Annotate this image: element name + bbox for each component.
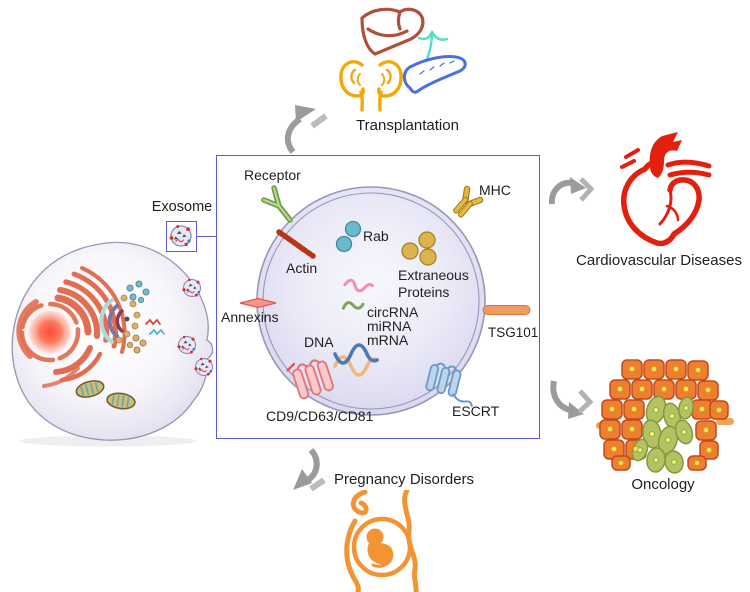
dna-label: DNA — [304, 334, 334, 350]
mitochondrion — [106, 392, 136, 410]
rna-squiggles — [145, 318, 165, 336]
cell-illustration — [11, 241, 214, 447]
kidneys-icon — [339, 60, 403, 112]
curved-arrow-oncology-icon — [550, 380, 594, 419]
actin-icon — [276, 229, 316, 259]
exosome-structure — [239, 185, 531, 416]
tsg101-icon — [482, 305, 531, 315]
tetraspanins-label: CD9/CD63/CD81 — [266, 408, 374, 424]
extraneous-proteins-label: Extraneous Proteins — [398, 267, 469, 300]
pancreas-icon — [402, 30, 467, 94]
annexins-label: Annexins — [221, 309, 279, 325]
rab-icon — [335, 220, 362, 253]
curved-arrow-transplantation-icon — [284, 105, 328, 154]
mhc-label: MHC — [479, 182, 511, 198]
curved-arrow-cardiovascular-icon — [548, 177, 594, 205]
heart-icon — [620, 132, 712, 247]
exosome-vesicle-icon — [169, 224, 192, 247]
mrna-label: mRNA — [367, 332, 409, 348]
vesicle-dots-tan — [126, 334, 147, 354]
oncology-label: Oncology — [631, 476, 695, 493]
exosome-callout-label: Exosome — [151, 199, 213, 215]
cardiovascular-label: Cardiovascular Diseases — [576, 252, 742, 269]
pregnancy-label: Pregnancy Disorders — [333, 471, 475, 488]
rna-icon — [341, 278, 374, 310]
callout-connector-line — [197, 236, 216, 237]
liver-icon — [360, 7, 425, 56]
tumor-icon — [596, 359, 734, 474]
tumor-illustration — [596, 359, 734, 474]
annexins-icon — [239, 297, 277, 309]
receptor-icon — [261, 185, 293, 223]
vesicle-dots-teal — [126, 280, 150, 304]
heart-illustration — [620, 132, 712, 247]
nucleus-glow — [19, 301, 81, 363]
escrt-label: ESCRT — [452, 403, 500, 419]
organs-illustration — [339, 7, 467, 112]
tetraspanin-icon — [286, 359, 334, 400]
mhc-icon — [453, 185, 484, 218]
exosome-callout-box — [166, 221, 197, 252]
mitochondrion — [75, 380, 105, 398]
cell-shadow — [20, 435, 196, 447]
receptor-label: Receptor — [244, 167, 301, 183]
extraneous-proteins-icon — [401, 231, 437, 266]
mirna-label: miRNA — [367, 318, 412, 334]
rab-label: Rab — [363, 228, 389, 244]
pregnant-woman-illustration — [344, 490, 419, 592]
escrt-icon — [425, 362, 473, 408]
transplantation-label: Transplantation — [356, 117, 459, 134]
actin-label: Actin — [286, 260, 318, 276]
tsg101-label: TSG101 — [488, 325, 539, 340]
golgi-apparatus — [99, 294, 141, 345]
dna-icon — [333, 343, 379, 377]
curved-arrow-pregnancy-icon — [293, 447, 326, 492]
circrna-label: circRNA — [367, 304, 419, 320]
exosome-detail-box: Receptor MHC Rab Actin Extraneous Protei… — [216, 155, 540, 439]
pregnant-woman-icon — [344, 490, 419, 592]
